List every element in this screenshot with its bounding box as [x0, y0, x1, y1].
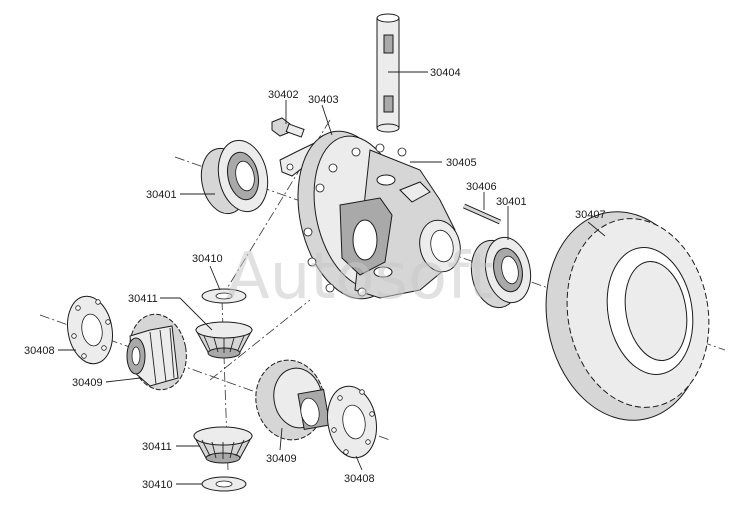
- ring-gear-30407[interactable]: [530, 199, 723, 433]
- part-label: 30401: [496, 196, 527, 208]
- part-label: 30411: [142, 441, 172, 453]
- part-label: 30401: [146, 189, 177, 201]
- part-labels: 30404 30402 30403 30405 30401 30406 3040…: [24, 67, 606, 491]
- part-label: 30408: [344, 473, 375, 485]
- bearing-30401-right[interactable]: [465, 233, 536, 312]
- pin-30406[interactable]: [462, 203, 502, 225]
- leader-lines: [58, 71, 606, 485]
- part-label: 30411: [128, 293, 158, 305]
- part-label: 30410: [192, 253, 223, 265]
- part-label: 30406: [466, 181, 497, 193]
- bolt-30402[interactable]: [271, 117, 305, 138]
- pinion-gear-30411-upper[interactable]: [195, 321, 253, 359]
- shaft-30404[interactable]: [376, 13, 400, 133]
- part-label: 30405: [446, 157, 477, 169]
- bearing-30401-left[interactable]: [196, 136, 274, 218]
- pinion-gear-30411-lower[interactable]: [193, 426, 253, 464]
- thrust-washer-30408-left[interactable]: [62, 293, 117, 368]
- part-label: 30403: [308, 94, 339, 106]
- part-label: 30409: [72, 377, 103, 389]
- part-label: 30410: [142, 479, 173, 491]
- thrust-washer-30408-lower[interactable]: [322, 382, 382, 461]
- part-label: 30409: [266, 453, 297, 465]
- side-gear-30409-lower[interactable]: [250, 355, 331, 446]
- differential-housing-30405[interactable]: [283, 121, 465, 308]
- watermark-text: Autosoft: [226, 240, 494, 314]
- part-label: 30404: [430, 67, 461, 79]
- part-label: 30402: [268, 89, 299, 101]
- side-gear-30409-left[interactable]: [124, 310, 192, 395]
- washer-30410-lower[interactable]: [201, 476, 247, 492]
- washer-30410-upper[interactable]: [201, 288, 247, 304]
- part-label: 30407: [575, 209, 606, 221]
- part-label: 30408: [24, 345, 55, 357]
